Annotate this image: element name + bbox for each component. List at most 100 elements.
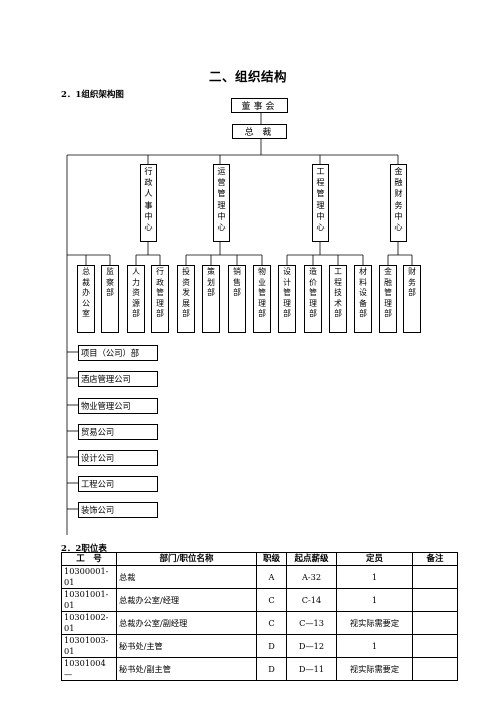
table-cell: C—13 bbox=[286, 611, 337, 635]
section-heading-position-table: 2．2职位表 bbox=[61, 544, 107, 554]
center-finance-char: 中 bbox=[394, 210, 403, 221]
table-cell: 总裁 bbox=[116, 565, 257, 589]
department-box-char: 策 bbox=[207, 267, 215, 276]
table-cell: 1 bbox=[336, 588, 413, 612]
table-cell bbox=[412, 611, 458, 635]
department-box-char: 设 bbox=[359, 288, 367, 298]
department-box: 人力资源部 bbox=[127, 265, 145, 333]
department-box-char: 公 bbox=[82, 298, 90, 308]
department-box-char: 发 bbox=[182, 288, 190, 298]
department-box-char: 务 bbox=[408, 277, 416, 287]
board-box: 董事会 bbox=[231, 98, 288, 113]
department-box-char: 物 bbox=[258, 267, 266, 276]
department-box: 销售部 bbox=[228, 265, 246, 333]
table-cell: 10301004 — bbox=[61, 657, 117, 681]
department-box-char: 业 bbox=[258, 277, 266, 287]
company-box: 酒店管理公司 bbox=[78, 371, 158, 387]
department-box-char: 监 bbox=[106, 267, 114, 276]
department-box-char: 部 bbox=[334, 309, 342, 319]
table-cell: D bbox=[256, 634, 287, 658]
company-box: 工程公司 bbox=[78, 476, 158, 492]
department-box-char: 技 bbox=[334, 288, 342, 298]
department-box: 财务部 bbox=[403, 265, 421, 333]
department-box: 总裁办公室 bbox=[77, 265, 95, 333]
department-box-char: 部 bbox=[359, 309, 367, 319]
department-box-char: 理 bbox=[156, 298, 164, 308]
department-box-char: 金 bbox=[384, 267, 392, 276]
table-cell: 1 bbox=[336, 565, 413, 589]
center-operations-char: 管 bbox=[217, 188, 226, 199]
table-cell: 视实际需要定 bbox=[336, 611, 413, 635]
center-engineering-char: 管 bbox=[316, 188, 325, 199]
column-header: 职级 bbox=[256, 552, 287, 566]
department-box: 造价管理部 bbox=[304, 265, 322, 333]
table-cell: D—11 bbox=[286, 657, 337, 681]
table-cell bbox=[412, 588, 458, 612]
column-header: 备注 bbox=[412, 552, 458, 566]
department-box-char: 室 bbox=[82, 309, 90, 319]
section-heading-org-chart: 2．1组织架构图 bbox=[61, 90, 124, 100]
center-engineering: 工程管理中心 bbox=[312, 164, 329, 242]
department-box-char: 管 bbox=[384, 288, 392, 298]
column-header: 起点薪级 bbox=[286, 552, 337, 566]
department-box: 投资发展部 bbox=[177, 265, 195, 333]
table-cell: C bbox=[256, 588, 287, 612]
table-cell: 10301003-01 bbox=[61, 634, 117, 658]
table-cell: 10301002-01 bbox=[61, 611, 117, 635]
department-box-char: 料 bbox=[359, 277, 367, 287]
department-box-char: 部 bbox=[408, 288, 416, 298]
department-box: 金融管理部 bbox=[379, 265, 397, 333]
department-box-char: 术 bbox=[334, 298, 342, 308]
department-box: 工程技术部 bbox=[329, 265, 347, 333]
table-cell: C bbox=[256, 611, 287, 635]
center-admin-hr-char: 人 bbox=[144, 188, 153, 199]
department-box-char: 部 bbox=[233, 288, 241, 298]
center-finance-char: 财 bbox=[394, 188, 403, 199]
table-cell: 1 bbox=[336, 634, 413, 658]
department-box-char: 总 bbox=[82, 267, 90, 276]
center-finance-char: 融 bbox=[394, 177, 403, 188]
department-box-char: 力 bbox=[132, 277, 140, 287]
department-box-char: 造 bbox=[309, 267, 317, 276]
department-box-char: 行 bbox=[156, 267, 164, 276]
department-box-char: 备 bbox=[359, 298, 367, 308]
center-operations-char: 心 bbox=[217, 222, 226, 233]
department-box-char: 销 bbox=[233, 267, 241, 276]
department-box-char: 程 bbox=[334, 277, 342, 287]
company-box: 项目（公司）部 bbox=[78, 345, 158, 361]
department-box-char: 融 bbox=[384, 277, 392, 287]
department-box-char: 部 bbox=[258, 309, 266, 319]
department-box-char: 部 bbox=[309, 309, 317, 319]
department-box-char: 理 bbox=[309, 298, 317, 308]
department-box-char: 售 bbox=[233, 277, 241, 287]
center-operations-char: 中 bbox=[217, 210, 226, 221]
center-admin-hr-char: 政 bbox=[144, 177, 153, 188]
table-cell: 秘书处/副主管 bbox=[116, 657, 257, 681]
center-engineering-char: 工 bbox=[316, 166, 325, 176]
center-admin-hr-char: 中 bbox=[144, 210, 153, 221]
department-box-char: 部 bbox=[283, 309, 291, 319]
department-box-char: 察 bbox=[106, 277, 114, 287]
center-admin-hr-char: 心 bbox=[144, 222, 153, 233]
table-header-row: 工 号部门/职位名称职级起点薪级定员备注 bbox=[61, 552, 458, 566]
department-box: 物业管理部 bbox=[253, 265, 271, 333]
center-finance-char: 金 bbox=[394, 166, 403, 176]
column-header: 工 号 bbox=[61, 552, 117, 566]
department-box-char: 投 bbox=[182, 267, 190, 276]
department-box: 行政管理部 bbox=[151, 265, 169, 333]
table-cell: 总裁办公室/副经理 bbox=[116, 611, 257, 635]
department-box-char: 理 bbox=[283, 298, 291, 308]
department-box-char: 理 bbox=[384, 298, 392, 308]
department-box-char: 部 bbox=[132, 309, 140, 319]
table-cell bbox=[412, 657, 458, 681]
department-box-char: 价 bbox=[309, 277, 317, 287]
department-box-char: 部 bbox=[207, 288, 215, 298]
department-box-char: 管 bbox=[258, 288, 266, 298]
center-engineering-char: 程 bbox=[316, 177, 325, 188]
